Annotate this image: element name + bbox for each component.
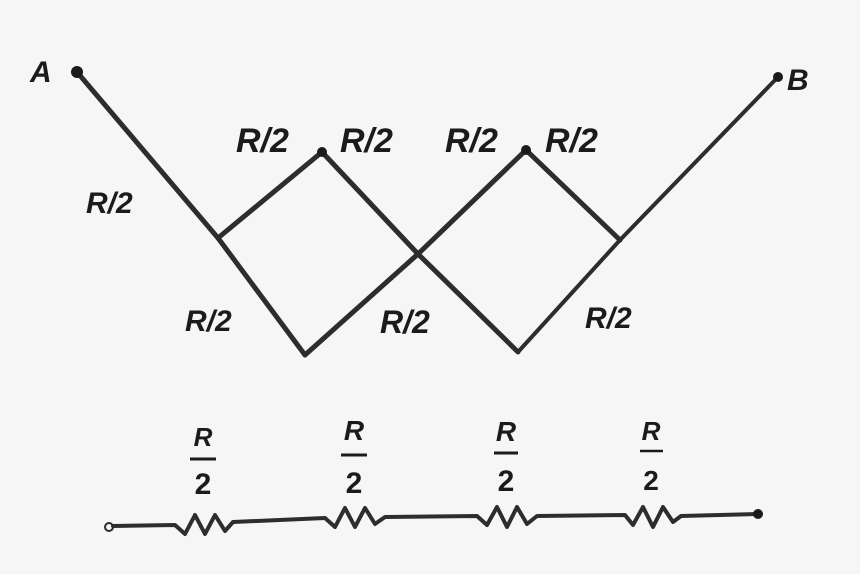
- terminal-b-label: B: [787, 64, 809, 97]
- resistor-3-numerator: R: [496, 416, 517, 447]
- resistor-1-numerator: R: [194, 422, 213, 452]
- wire-top-right-to-right-junction: [523, 147, 623, 243]
- resistor-4-numerator: R: [642, 416, 661, 446]
- label-bottom-right: R/2: [585, 302, 632, 335]
- resistor-network: [71, 66, 783, 358]
- wire-bottom-right-to-b: [516, 75, 780, 354]
- label-top-left-2: R/2: [340, 122, 393, 160]
- resistor-1-denominator: 2: [195, 468, 212, 501]
- series-wire: [111, 505, 760, 536]
- label-top-right-2: R/2: [545, 122, 598, 160]
- resistor-label-1: R 2: [190, 422, 216, 501]
- resistor-4-denominator: 2: [643, 465, 659, 496]
- terminal-a-dot: [71, 66, 83, 78]
- series-end-terminal: [753, 509, 763, 519]
- resistor-2-denominator: 2: [346, 467, 363, 500]
- resistor-label-3: R 2: [494, 416, 518, 498]
- series-circuit: [104, 505, 763, 536]
- resistor-2-numerator: R: [344, 415, 365, 446]
- node-top-left: [317, 147, 327, 157]
- node-top-right: [521, 145, 531, 155]
- label-bottom-mid: R/2: [380, 304, 430, 340]
- resistor-label-4: R 2: [640, 416, 663, 496]
- label-top-left-1: R/2: [236, 122, 289, 160]
- terminal-b-dot: [773, 72, 783, 82]
- resistor-3-denominator: 2: [498, 465, 515, 498]
- wire-left-junction-to-bottom-right: [215, 149, 521, 355]
- label-left-upper: R/2: [86, 187, 133, 220]
- resistor-label-2: R 2: [341, 415, 367, 500]
- label-bottom-left: R/2: [185, 305, 232, 338]
- terminal-a-label: A: [29, 56, 52, 89]
- label-top-right-1: R/2: [445, 122, 498, 160]
